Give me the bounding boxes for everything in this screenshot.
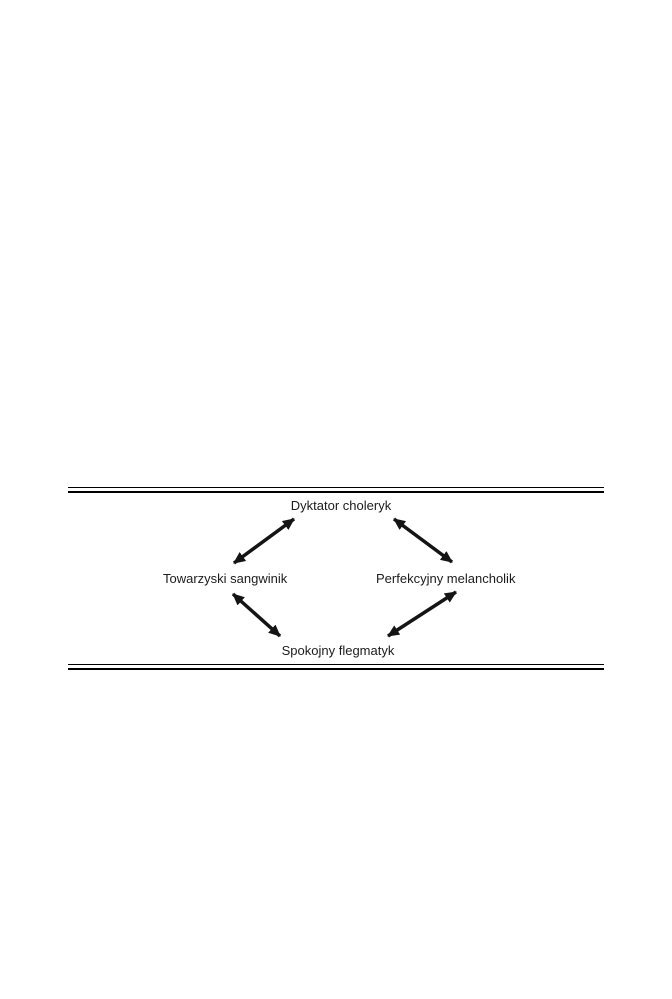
diagram-node-flegmatyk: Spokojny flegmatyk	[281, 643, 395, 658]
arrow-choleryk-melancholik	[392, 517, 454, 564]
diagram-node-choleryk: Dyktator choleryk	[290, 498, 392, 513]
arrow-sangwinik-flegmatyk	[231, 592, 282, 638]
diagram-node-sangwinik: Towarzyski sangwinik	[163, 571, 288, 586]
diagram-node-melancholik: Perfekcyjny melancholik	[376, 571, 516, 586]
arrow-flegmatyk-melancholik	[387, 590, 457, 638]
bottom-divider-line	[68, 664, 604, 670]
arrow-sangwinik-choleryk	[232, 517, 296, 565]
top-divider-line	[68, 487, 604, 493]
